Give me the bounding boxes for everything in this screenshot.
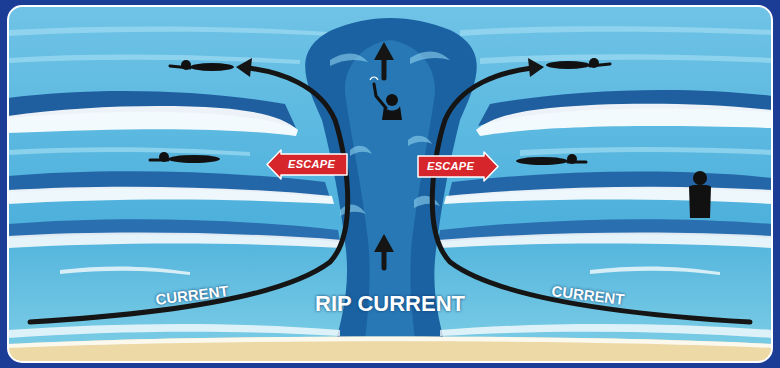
foam-fleck	[408, 136, 432, 146]
swimmer-body	[168, 155, 220, 163]
streak	[520, 147, 772, 156]
current-arrows	[30, 56, 750, 322]
shore-foam	[8, 266, 772, 338]
wave-crest	[8, 106, 298, 136]
wave-mark	[370, 77, 378, 80]
foam	[590, 266, 720, 275]
arrow-head	[236, 58, 252, 77]
swimmer-body	[516, 157, 568, 165]
foam	[8, 324, 340, 338]
streak	[8, 26, 330, 36]
swimmer-arm	[150, 159, 168, 162]
foam	[440, 324, 772, 338]
wave-crest	[8, 187, 334, 204]
swimmers	[150, 58, 711, 218]
rip-current-label: RIP CURRENT	[315, 291, 465, 316]
swimmer-arm	[170, 66, 190, 68]
arrow-head	[374, 42, 394, 60]
swimmer-body	[190, 63, 234, 71]
escape-text: ESCAPE	[427, 160, 474, 173]
current-arrow	[432, 68, 750, 322]
foam-fleck	[414, 196, 440, 208]
standing-person	[689, 171, 711, 218]
swimmer-arm	[568, 161, 586, 164]
scene	[8, 6, 772, 362]
wave-crest	[476, 104, 772, 136]
arrow-heads	[236, 42, 544, 252]
streak	[8, 54, 300, 64]
foam-fleck	[340, 204, 366, 216]
escape-arrow: ESCAPE	[418, 152, 498, 181]
person-head	[693, 171, 707, 185]
foam-fleck	[410, 51, 450, 64]
escape-arrow: ESCAPE	[267, 150, 347, 179]
streak	[460, 26, 772, 36]
escape-text: ESCAPE	[288, 158, 335, 171]
streak	[480, 54, 772, 64]
swimmer	[516, 154, 586, 165]
sea	[8, 6, 772, 362]
foam-fleck	[330, 53, 368, 66]
foam-fleck	[350, 146, 372, 156]
swimmer-body	[546, 61, 590, 69]
escape-arrow-outline	[267, 150, 347, 179]
sand	[8, 337, 772, 363]
wave-crest	[438, 233, 772, 248]
panel-border	[8, 6, 772, 362]
swimmer-head	[386, 94, 398, 106]
person-body	[689, 185, 711, 218]
arrow-head	[528, 58, 544, 77]
swimmer-arm	[590, 64, 610, 66]
swimmer-waving	[370, 77, 402, 120]
sand-foam	[8, 337, 772, 349]
swimmer	[546, 58, 610, 69]
swimmer-arm	[374, 84, 386, 108]
wave-crest	[8, 233, 342, 248]
streak	[8, 147, 250, 156]
swimmer	[170, 60, 234, 71]
arrow-head	[374, 234, 394, 252]
swimmer	[150, 152, 220, 163]
current-arrow	[30, 68, 348, 322]
foam	[60, 266, 190, 275]
escape-arrow-outline	[418, 152, 498, 181]
wave-crest	[444, 187, 772, 204]
